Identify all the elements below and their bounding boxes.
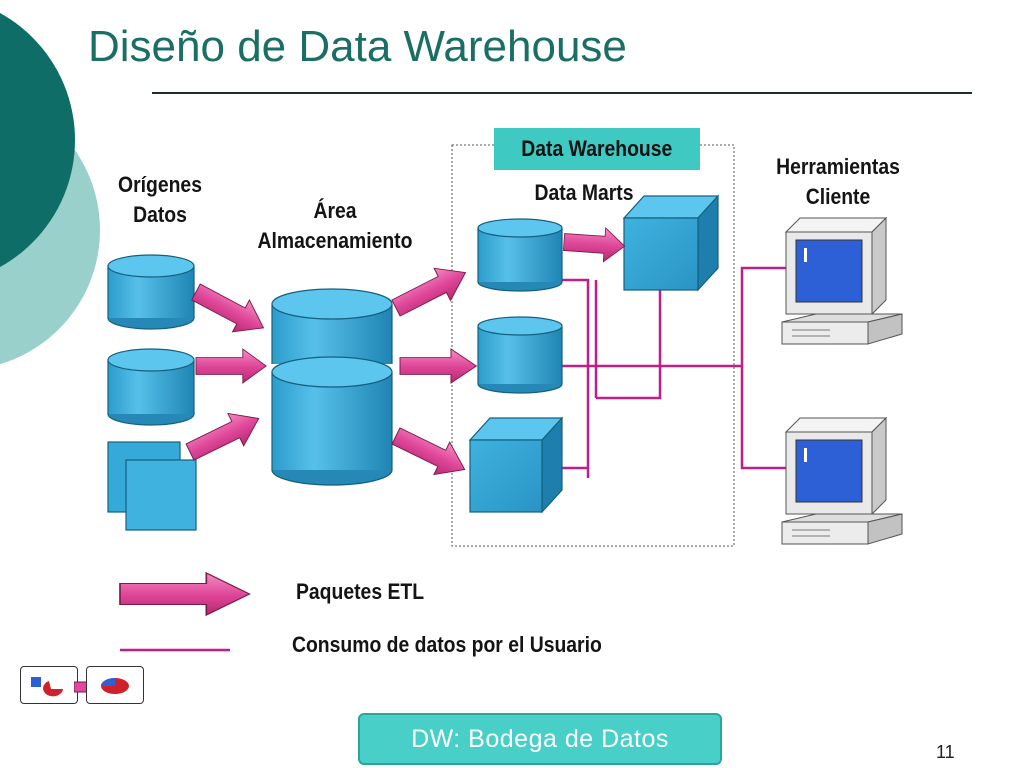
mart-cube-top bbox=[622, 194, 720, 292]
warehouse-tag: Data Warehouse bbox=[494, 128, 700, 170]
clients-label-line1: Herramientas bbox=[776, 154, 900, 179]
etl-arrow-7 bbox=[562, 224, 627, 264]
page-number: 11 bbox=[936, 742, 955, 762]
next-slide-button[interactable] bbox=[86, 666, 144, 704]
warehouse-label: Data Warehouse bbox=[521, 136, 673, 161]
mart-cylinder-1 bbox=[477, 218, 563, 292]
sources-label: Orígenes Datos bbox=[90, 170, 231, 230]
source-files bbox=[107, 441, 197, 531]
chart-icon bbox=[31, 677, 63, 697]
title-rule bbox=[152, 92, 972, 94]
mart-cylinder-2 bbox=[477, 316, 563, 394]
source-cylinder-1 bbox=[107, 254, 195, 330]
etl-arrow-2 bbox=[195, 348, 267, 384]
computer-icon-2 bbox=[781, 416, 903, 545]
etl-arrow-3 bbox=[181, 401, 268, 469]
etl-arrow-1 bbox=[187, 275, 273, 345]
etl-arrow-6 bbox=[387, 419, 474, 487]
staging-label-line1: Área bbox=[313, 198, 357, 223]
legend-consumption-label: Consumo de datos por el Usuario bbox=[292, 632, 602, 657]
sources-label-line1: Orígenes bbox=[118, 172, 202, 197]
clients-label-line2: Cliente bbox=[805, 184, 871, 209]
legend-etl-arrow bbox=[119, 571, 251, 617]
prev-slide-button[interactable] bbox=[20, 666, 78, 704]
staging-label: Área Almacenamiento bbox=[234, 196, 436, 256]
slide-title: Diseño de Data Warehouse bbox=[88, 22, 627, 71]
staging-label-line2: Almacenamiento bbox=[257, 228, 413, 253]
footer-button[interactable]: DW: Bodega de Datos bbox=[358, 713, 722, 765]
consumption-lines bbox=[562, 266, 792, 478]
sources-label-line2: Datos bbox=[133, 202, 187, 227]
mart-cube-bottom bbox=[468, 416, 564, 514]
marts-label: Data Marts bbox=[534, 180, 634, 205]
decorative-circles bbox=[0, 13, 100, 365]
computer-icon-1 bbox=[781, 216, 903, 345]
source-cylinder-2 bbox=[107, 348, 195, 426]
pie-chart-icon bbox=[101, 678, 129, 694]
clients-label: Herramientas Cliente bbox=[759, 152, 917, 212]
etl-arrow-4 bbox=[387, 256, 475, 325]
staging-cylinder-bottom bbox=[271, 356, 393, 486]
staging-cylinder-top bbox=[271, 288, 393, 364]
legend-etl-label: Paquetes ETL bbox=[296, 579, 425, 604]
etl-arrow-5 bbox=[399, 348, 477, 384]
